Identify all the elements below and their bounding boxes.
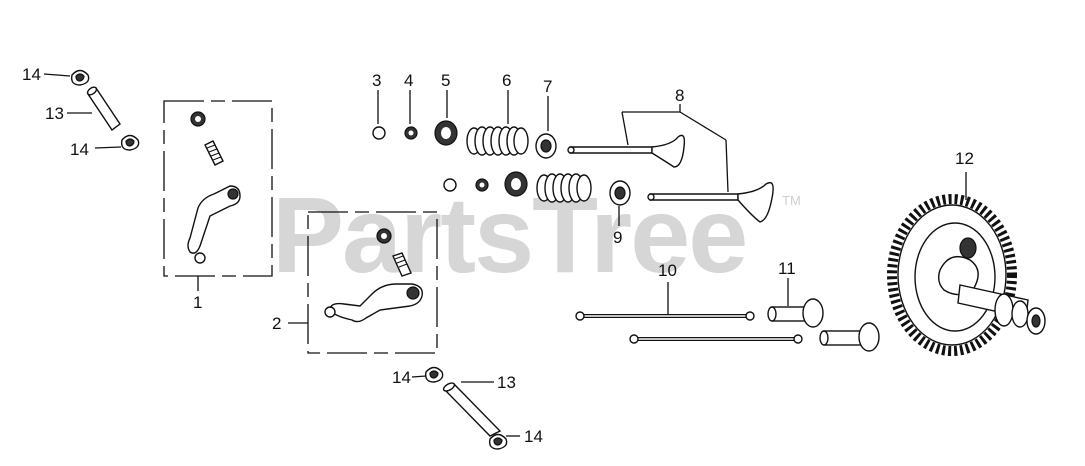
callout-13-lower: 13: [497, 373, 516, 392]
part-8-exhaust-valve[interactable]: [647, 181, 774, 223]
part-6-valve-spring[interactable]: [466, 126, 529, 156]
part-14-clip-mid-left[interactable]: [120, 134, 140, 151]
callout-8: 8: [675, 86, 684, 105]
callout-14-top: 14: [22, 65, 41, 84]
callout-14-lower-left: 14: [392, 368, 411, 387]
part-10-push-rod-lower[interactable]: [629, 334, 803, 344]
part-8-intake-valve[interactable]: [567, 134, 686, 168]
part-13-pin-lower[interactable]: [442, 381, 502, 437]
callout-2: 2: [272, 314, 281, 333]
part-14-clip-top-left[interactable]: [70, 69, 90, 86]
callout-3: 3: [372, 71, 381, 90]
part-2-rocker-arm[interactable]: [324, 228, 423, 323]
callout-6: 6: [502, 71, 511, 90]
part-10-push-rod-upper[interactable]: [575, 311, 755, 321]
watermark-tm: TM: [782, 193, 801, 208]
retainer-lower[interactable]: [504, 171, 528, 197]
callout-4: 4: [404, 71, 413, 90]
seal-lower[interactable]: [475, 178, 489, 192]
part-13-pin-top-left[interactable]: [86, 86, 121, 132]
part-12-camshaft-gear[interactable]: [887, 194, 1046, 356]
keeper-lower[interactable]: [443, 178, 457, 192]
callout-13-top: 13: [45, 104, 64, 123]
part-1-box: [163, 100, 273, 277]
callout-14-lower-right: 14: [524, 427, 543, 446]
callout-11: 11: [778, 259, 796, 278]
part-14-clip-lower-left[interactable]: [424, 366, 444, 383]
part-9-spring-seat[interactable]: [609, 180, 631, 206]
part-3-valve-keeper[interactable]: [372, 126, 386, 140]
part-2-box: [307, 211, 438, 354]
part-4-valve-seal[interactable]: [404, 126, 418, 140]
part-1-rocker-arm[interactable]: [187, 111, 241, 264]
spring-lower[interactable]: [536, 173, 592, 203]
part-11-tappet-upper[interactable]: [767, 298, 824, 328]
callout-12: 12: [955, 149, 974, 168]
part-11-tappet-lower[interactable]: [819, 322, 880, 352]
callout-9: 9: [613, 228, 622, 247]
callout-10: 10: [658, 261, 677, 280]
callout-7: 7: [543, 77, 552, 96]
part-14-clip-lower-right[interactable]: [488, 433, 508, 450]
part-7-spring-seat[interactable]: [535, 133, 557, 159]
callout-5: 5: [441, 71, 450, 90]
callout-14-mid: 14: [70, 140, 89, 159]
callout-1: 1: [193, 293, 202, 312]
part-5-spring-retainer[interactable]: [434, 120, 458, 146]
